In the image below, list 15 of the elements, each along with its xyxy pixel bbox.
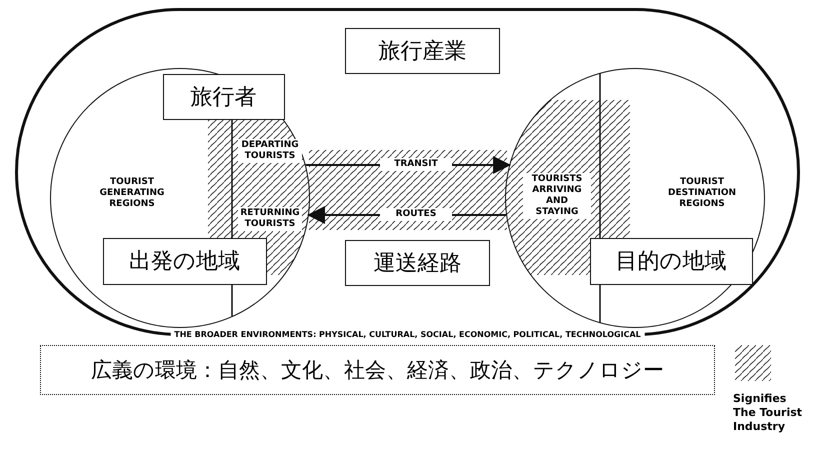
dotted-label-box: 広義の環境：自然、文化、社会、経済、政治、テクノロジー xyxy=(40,345,715,395)
region-label: DEPARTING TOURISTS xyxy=(238,139,302,163)
edge-label: TRANSIT xyxy=(380,158,452,171)
region-circle xyxy=(505,68,765,328)
environment-label: THE BROADER ENVIRONMENTS: PHYSICAL, CULTURAL, SOCIAL, ECONOMIC, POLITICAL, TECHNOLOGICAL xyxy=(170,330,645,340)
edge-label: ROUTES xyxy=(380,208,452,221)
legend-label: Signifies The Tourist Industry xyxy=(733,392,804,434)
region-label: RETURNING TOURISTS xyxy=(238,207,302,231)
label-box: 出発の地域 xyxy=(102,238,266,284)
label-box: 旅行者 xyxy=(162,74,284,120)
label-box: 運送経路 xyxy=(345,240,490,286)
label-box: 旅行産業 xyxy=(345,28,500,74)
region-circle xyxy=(50,68,310,328)
region-label: TOURISTS ARRIVING AND STAYING xyxy=(523,173,591,219)
label-box: 目的の地域 xyxy=(590,238,752,284)
